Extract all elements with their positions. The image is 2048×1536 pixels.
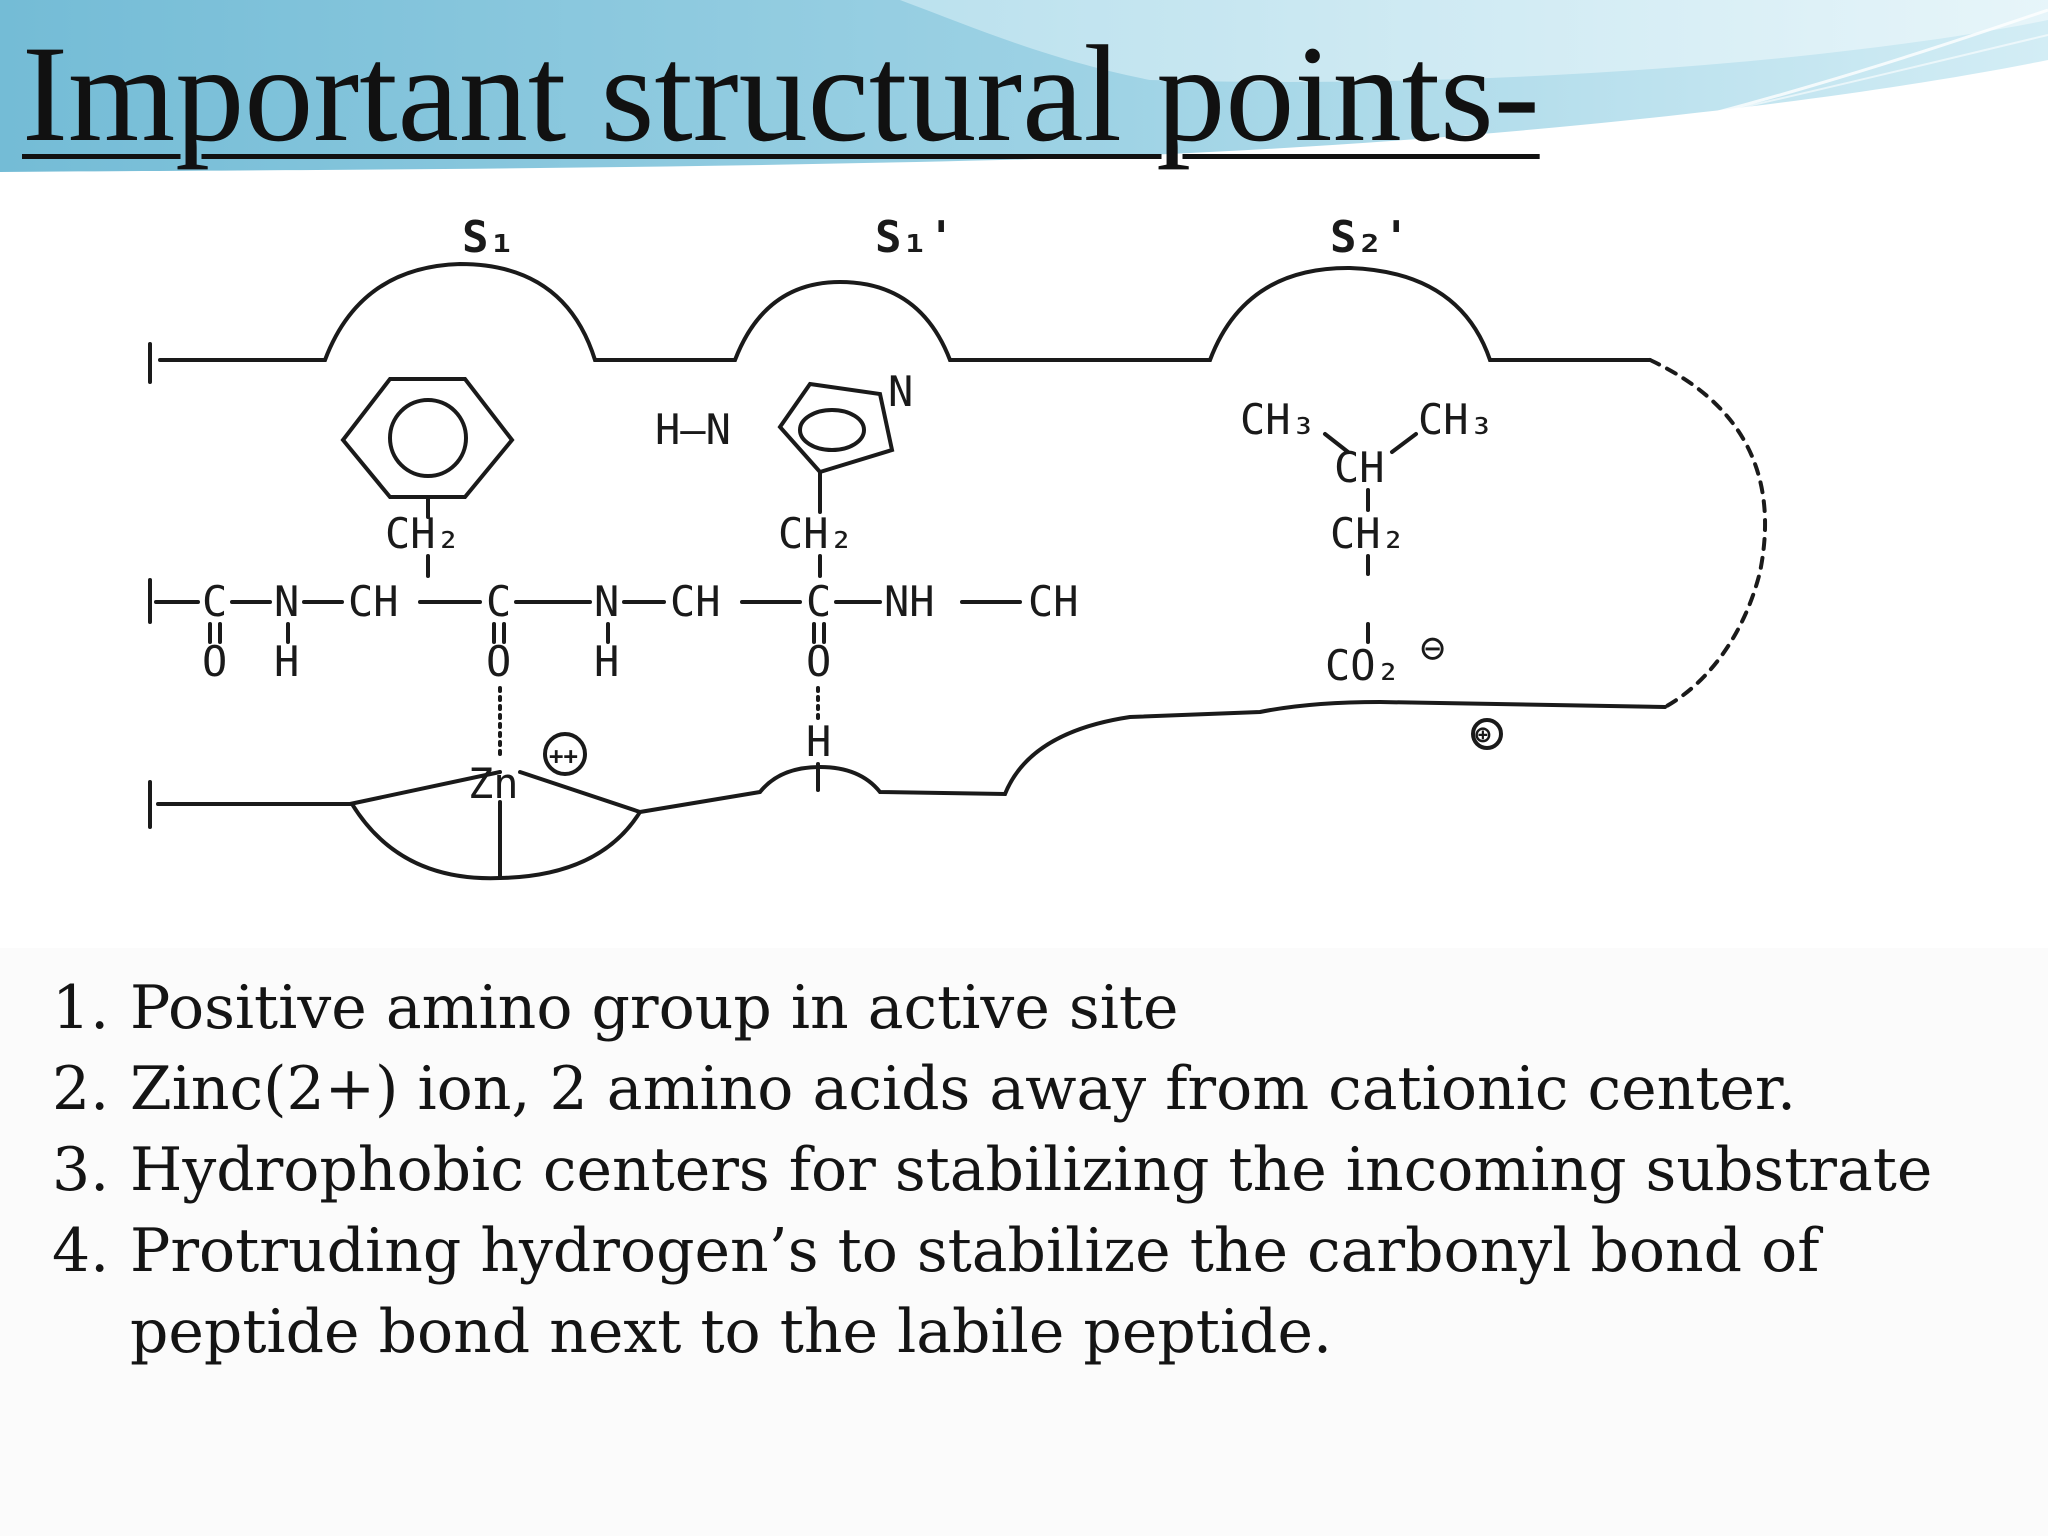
protruding-hydrogen: H [806,717,831,766]
methine-group: CH [1334,443,1385,492]
imidazole-circle [798,408,866,452]
enzyme-surface-top [158,261,1652,362]
list-number: 1. [52,973,110,1043]
zinc-charge: ++ [549,742,578,770]
backbone-alpha-carbon-2: CH [670,577,721,626]
backbone-alpha-carbon-1: CH [348,577,399,626]
amide-hydrogen-1: H [274,637,299,686]
aromatic-circle [388,398,468,478]
imidazole-ring [777,381,895,475]
subsite-label-s2-prime: S₂' [1330,212,1409,263]
structural-points-list: 1. Positive amino group in active site 2… [52,968,1952,1373]
list-item: 1. Positive amino group in active site [52,968,1952,1049]
subsite-label-s1-prime: S₁' [875,212,954,263]
backbone-nitrogen-2: N [594,577,619,626]
list-item: 2. Zinc(2+) ion, 2 amino acids away from… [52,1049,1952,1130]
carbonyl-oxygen-2: O [486,637,511,686]
methylene-group-1: CH₂ [385,509,461,558]
carbonyl-oxygen-3: O [806,637,831,686]
amide-hydrogen-2: H [594,637,619,686]
list-text: Positive amino group in active site [130,973,1179,1043]
page-title: Important structural points- [22,17,1540,170]
active-site-diagram: S₁ S₁' S₂' N H—N CH₃ CH₃ CH CH₂ CH₂ CH₂ [120,172,1880,942]
carbonyl-oxygen-1: O [202,637,227,686]
backbone-carbon-1: C [202,577,227,626]
benzene-ring [340,377,515,499]
cationic-center-circle [1471,718,1503,750]
subsite-label-s1: S₁ [462,212,515,263]
zinc-charge-circle [543,732,587,776]
imidazole-n: N [888,367,913,416]
dashed-boundary [1648,358,1768,709]
methyl-group-left: CH₃ [1240,395,1316,444]
list-text: Zinc(2+) ion, 2 amino acids away from ca… [130,1054,1797,1124]
methylene-group-2: CH₂ [778,509,854,558]
zinc-ion: Zn [468,759,519,808]
backbone-alpha-carbon-3: CH [1028,577,1079,626]
list-number: 2. [52,1054,110,1124]
list-number: 4. [52,1216,110,1286]
backbone-amide-nh: NH [884,577,935,626]
list-text: Protruding hydrogen’s to stabilize the c… [130,1216,1820,1367]
methylene-group-3: CH₂ [1330,509,1406,558]
list-text: Hydrophobic centers for stabilizing the … [130,1135,1933,1205]
list-item: 3. Hydrophobic centers for stabilizing t… [52,1130,1952,1211]
list-item: 4. Protruding hydrogen’s to stabilize th… [52,1211,1952,1373]
carboxylate-negative-charge: ⊖ [1420,623,1445,672]
list-number: 3. [52,1135,110,1205]
cationic-center-charge: ⊕ [1475,720,1491,750]
active-site-drawing: S₁ S₁' S₂' N H—N CH₃ CH₃ CH CH₂ CH₂ CH₂ [148,212,1768,881]
imidazole-hn: H—N [655,405,731,454]
backbone-carbon-2: C [486,577,511,626]
methyl-group-right: CH₃ [1418,395,1494,444]
backbone-nitrogen-1: N [274,577,299,626]
enzyme-surface-bottom [156,699,1667,881]
carboxylate-group: CO₂ [1325,641,1401,690]
backbone-carbon-3: C [806,577,831,626]
